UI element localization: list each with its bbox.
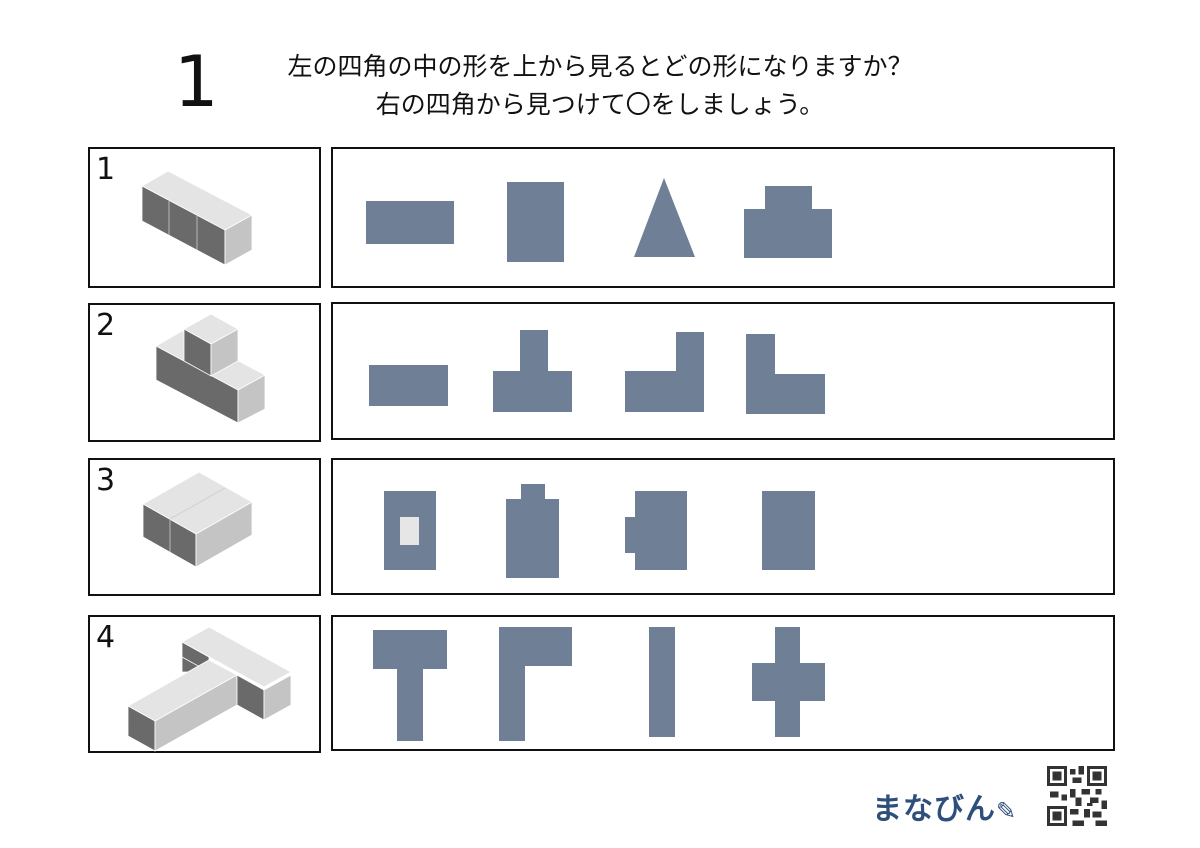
choice-gamma-shape[interactable] <box>499 627 572 741</box>
choice-i-bar[interactable] <box>649 627 675 737</box>
qr-code-icon <box>1047 766 1107 826</box>
object-box-3: 3 <box>88 458 321 596</box>
choice-l-right[interactable] <box>625 332 704 412</box>
problem-label: 1 <box>96 152 116 187</box>
object-box-1: 1 <box>88 147 321 288</box>
choice-l-left[interactable] <box>746 334 825 414</box>
choice-rectangle[interactable] <box>762 491 815 570</box>
choice-rect-top-tab[interactable] <box>506 484 559 578</box>
choice-inverted-t[interactable] <box>493 330 572 412</box>
cube-object-4 <box>127 626 292 752</box>
choice-wide-rectangle[interactable] <box>366 201 454 244</box>
choices-box-3 <box>331 458 1115 595</box>
brand-name: まなびん <box>872 792 996 827</box>
choice-t-shape[interactable] <box>373 630 447 741</box>
choice-plus-shape[interactable] <box>752 627 825 737</box>
choice-triangle[interactable] <box>634 178 695 257</box>
choice-rect-left-tab[interactable] <box>625 491 687 570</box>
pencil-icon: ✎ <box>996 797 1018 825</box>
instruction-line-2: 右の四角から見つけて〇をしましょう。 <box>375 90 825 119</box>
choices-box-1 <box>331 147 1115 288</box>
problem-label: 3 <box>96 463 116 498</box>
choice-square-with-hole[interactable] <box>384 491 436 570</box>
problem-label: 2 <box>96 308 116 343</box>
choice-tall-rectangle[interactable] <box>507 182 564 262</box>
cube-object-2 <box>155 313 266 424</box>
choice-wide-rectangle[interactable] <box>369 365 448 406</box>
brand-logo: まなびん✎ <box>872 784 1017 828</box>
problem-label: 4 <box>96 620 116 655</box>
cube-object-3 <box>142 471 253 568</box>
choice-step-shape[interactable] <box>744 186 832 258</box>
choices-box-4 <box>331 615 1115 751</box>
problem-set-number: 1 <box>174 41 219 123</box>
choices-box-2 <box>331 302 1115 440</box>
cube-object-1 <box>141 170 253 266</box>
instruction-line-1: 左の四角の中の形を上から見るとどの形になりますか？ <box>287 52 913 81</box>
